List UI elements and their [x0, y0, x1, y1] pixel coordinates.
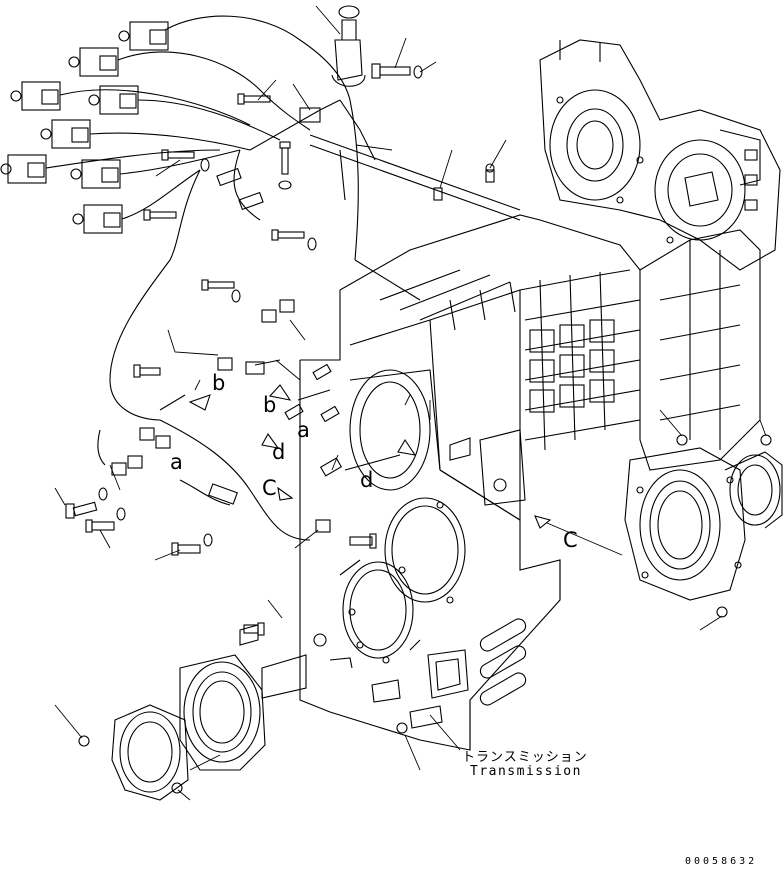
rear-case-assembly: [539, 39, 781, 271]
washer: [200, 158, 210, 172]
bolt: [243, 622, 265, 636]
fitting: [320, 405, 340, 423]
washer: [413, 65, 423, 79]
bolt: [433, 187, 443, 201]
view-arrows: [159, 384, 552, 529]
figure-number: 00058632: [685, 856, 758, 867]
washer: [231, 289, 241, 303]
bolt: [279, 141, 291, 175]
solenoid-valve: [10, 81, 61, 111]
solenoid-valve: [68, 47, 119, 77]
fitting: [312, 363, 332, 381]
fitting: [319, 457, 343, 477]
bolt: [161, 149, 195, 161]
view-marker-b: b: [263, 393, 277, 417]
view-marker-a: a: [297, 418, 310, 442]
bolt: [143, 209, 177, 221]
solenoid-valve: [0, 154, 47, 184]
bottom-flange-assembly: [78, 624, 307, 801]
view-marker-c: C: [262, 476, 277, 500]
bolt: [171, 542, 201, 556]
solenoid-valve: [72, 204, 123, 234]
washer: [116, 507, 126, 521]
plug: [313, 633, 327, 647]
bolt: [485, 163, 495, 183]
bolt: [133, 364, 161, 378]
fitting: [284, 403, 304, 421]
caption-japanese: トランスミッション: [462, 750, 588, 765]
bolt: [271, 229, 305, 241]
solenoid-valve-cluster: [0, 21, 169, 234]
transmission-housing: [299, 214, 761, 751]
bolt: [201, 279, 235, 291]
solenoid-valve: [118, 21, 169, 51]
washer: [203, 533, 213, 547]
solenoid-valve: [40, 119, 91, 149]
washer: [278, 180, 292, 190]
washer: [307, 237, 317, 251]
wiring-harness: [45, 15, 376, 541]
view-marker-b: b: [212, 371, 226, 395]
bolt: [371, 63, 411, 79]
view-marker-a: a: [170, 450, 183, 474]
breather-plug: [331, 5, 366, 87]
bolt: [237, 93, 271, 105]
caption-english: Transmission: [470, 764, 582, 779]
view-marker-c: C: [563, 528, 578, 552]
bolts-and-washers: [65, 63, 495, 734]
bolt: [349, 533, 377, 549]
bolt: [65, 501, 98, 519]
view-marker-d: d: [272, 440, 286, 464]
view-marker-d: d: [360, 468, 374, 492]
solenoid-valve: [70, 159, 121, 189]
right-flange-assembly: [624, 434, 783, 618]
leader-lines: [54, 5, 767, 801]
tubes: [309, 134, 521, 301]
washer: [98, 487, 108, 501]
bolt: [85, 519, 115, 533]
plug: [396, 722, 408, 734]
